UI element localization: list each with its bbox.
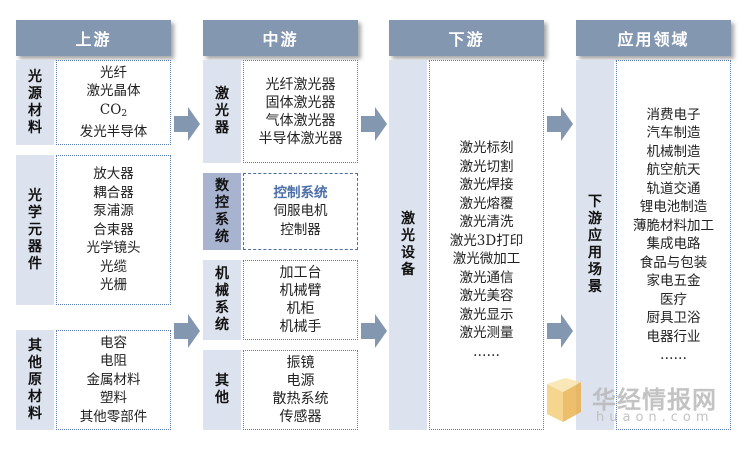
arrow-right-icon	[547, 107, 573, 141]
list-item: 薄脆材料加工	[633, 217, 714, 234]
list-item: 塑料	[100, 390, 127, 407]
list-item: 航空航天	[646, 162, 701, 178]
list-item: 金属材料	[86, 371, 141, 388]
mid-mech-list: 加工台 机械臂 机柜 机械手	[243, 260, 358, 340]
mid-laser-list: 光纤激光器 固体激光器 气体激光器 半导体激光器	[243, 60, 358, 163]
arrow-right-icon	[174, 314, 200, 348]
list-item: 激光切割	[459, 158, 514, 175]
watermark-name: 华经情报网	[592, 386, 717, 414]
list-item: 家电五金	[646, 273, 701, 289]
list-item: 食品与包装	[639, 254, 708, 271]
list-item: 激光3D打印	[449, 232, 524, 249]
list-item: 光缆	[100, 258, 127, 275]
header-downstream: 下游	[389, 20, 544, 56]
arrow-right-icon	[174, 107, 200, 141]
list-item: 激光微加工	[452, 251, 521, 267]
list-item: ……	[660, 347, 687, 363]
list-item: 振镜	[286, 355, 315, 371]
list-item: 机械制造	[646, 143, 701, 160]
arrow-right-icon	[361, 107, 387, 141]
list-item: 控制器	[280, 221, 321, 238]
mid-other-list: 振镜 电源 散热系统 传感器	[243, 350, 358, 430]
downstream-list: 激光标刻 激光切割 激光焊接 激光熔覆 激光清洗 激光3D打印 激光微加工 激光…	[429, 60, 544, 430]
mid-other-label: 其他	[203, 350, 241, 430]
list-item: 散热系统	[272, 391, 329, 407]
mid-cnc-label: 数控系统	[203, 173, 241, 250]
list-item: 电容	[100, 334, 127, 351]
upstream-light-source-list: 光纤 激光晶体 CO2 发光半导体	[56, 60, 171, 145]
list-item: 光纤	[100, 64, 127, 81]
application-label: 下游应用场景	[576, 60, 614, 430]
list-item: 汽车制造	[646, 125, 701, 141]
list-item: 激光通信	[459, 269, 514, 286]
list-item: 耦合器	[93, 184, 134, 201]
list-item: 机械臂	[279, 283, 322, 299]
list-item: 激光美容	[459, 288, 514, 304]
list-item: 电阻	[100, 353, 127, 370]
list-item: 激光晶体	[86, 83, 141, 99]
list-item: 激光测量	[459, 325, 514, 341]
list-item: 锂电池制造	[639, 199, 708, 215]
list-item: 泵浦源	[93, 203, 134, 220]
watermark-url: huaon.com	[596, 410, 714, 425]
list-item: 光栅	[100, 277, 127, 294]
upstream-other-list: 电容 电阻 金属材料 塑料 其他零部件	[56, 330, 171, 430]
list-item: ……	[473, 343, 500, 360]
list-item: 集成电路	[646, 236, 701, 252]
list-item: 激光标刻	[459, 140, 514, 156]
list-item: 电源	[286, 373, 315, 389]
list-item: 激光清洗	[459, 214, 514, 230]
header-application: 应用领域	[576, 20, 731, 56]
mid-laser-label: 激光器	[203, 60, 241, 163]
list-item: 半导体激光器	[258, 130, 343, 147]
list-item: 电器行业	[646, 328, 701, 345]
upstream-optical-list: 放大器 耦合器 泵浦源 合束器 光学镜头 光缆 光栅	[56, 155, 171, 305]
arrow-right-icon	[361, 314, 387, 348]
list-item: 轨道交通	[646, 180, 701, 197]
list-item: 伺服电机	[273, 203, 328, 220]
list-item: 气体激光器	[265, 112, 336, 129]
upstream-other-label: 其他原材料	[16, 330, 54, 430]
mid-cnc-list: 控制系统 伺服电机 控制器	[243, 173, 358, 250]
list-item: 激光熔覆	[459, 195, 514, 212]
application-list: 消费电子 汽车制造 机械制造 航空航天 轨道交通 锂电池制造 薄脆材料加工 集成…	[616, 60, 731, 430]
list-item: 医疗	[660, 291, 687, 308]
list-item: 光纤激光器	[265, 76, 336, 93]
list-item: 光学镜头	[86, 240, 141, 257]
upstream-optical-label: 光学元器件	[16, 155, 54, 305]
watermark-logo-icon	[547, 378, 581, 422]
list-item: 放大器	[93, 166, 134, 183]
list-item: 机柜	[286, 301, 315, 317]
arrow-right-icon	[547, 314, 573, 348]
list-item-co2: CO2	[99, 101, 128, 119]
list-item: 控制系统	[273, 184, 328, 201]
mid-mech-label: 机械系统	[203, 260, 241, 340]
list-item: 加工台	[279, 265, 322, 281]
list-item: 厨具卫浴	[646, 310, 701, 326]
list-item: 消费电子	[646, 106, 701, 123]
list-item: 其他零部件	[79, 408, 148, 425]
list-item: 合束器	[93, 221, 134, 238]
downstream-label: 激光设备	[389, 60, 427, 430]
list-item: 传感器	[279, 409, 322, 425]
list-item: 机械手	[279, 319, 322, 335]
upstream-light-source-label: 光源材料	[16, 60, 54, 145]
list-item: 固体激光器	[265, 94, 336, 111]
list-item: 激光显示	[459, 306, 514, 323]
header-upstream: 上游	[16, 20, 171, 56]
header-midstream: 中游	[203, 20, 358, 56]
list-item: 激光焊接	[459, 177, 514, 193]
list-item: 发光半导体	[79, 124, 148, 140]
